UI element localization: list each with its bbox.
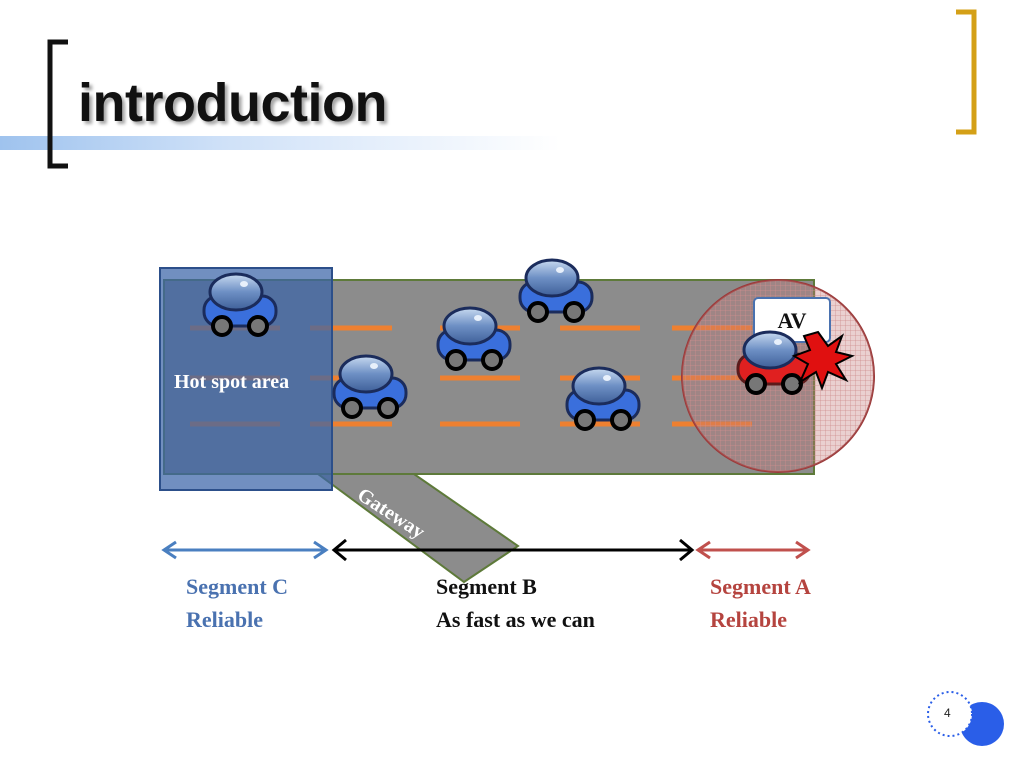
segment-a-title: Segment A bbox=[710, 574, 811, 599]
segment-b-arrow bbox=[331, 538, 695, 562]
car-icon bbox=[518, 258, 594, 323]
segment-c-subtitle: Reliable bbox=[186, 607, 263, 632]
segment-a-arrow bbox=[695, 540, 811, 560]
hotspot-label: Hot spot area bbox=[174, 371, 289, 393]
page-number: 4 bbox=[944, 706, 951, 720]
gateway-ramp bbox=[314, 473, 520, 584]
segment-c-title: Segment C bbox=[186, 574, 288, 599]
av-label: AV bbox=[778, 308, 807, 333]
page-title: introduction bbox=[78, 73, 387, 133]
title-underline-band bbox=[0, 136, 560, 150]
page-number-dotted-circle-icon bbox=[927, 691, 973, 737]
segment-a-subtitle: Reliable bbox=[710, 607, 787, 632]
left-bracket-icon bbox=[47, 39, 68, 169]
segment-c-arrow bbox=[161, 540, 329, 560]
right-bracket-icon bbox=[956, 9, 977, 135]
collision-burst-icon bbox=[791, 330, 855, 391]
segment-b-subtitle: As fast as we can bbox=[436, 607, 595, 632]
segment-b-title: Segment B bbox=[436, 574, 537, 599]
